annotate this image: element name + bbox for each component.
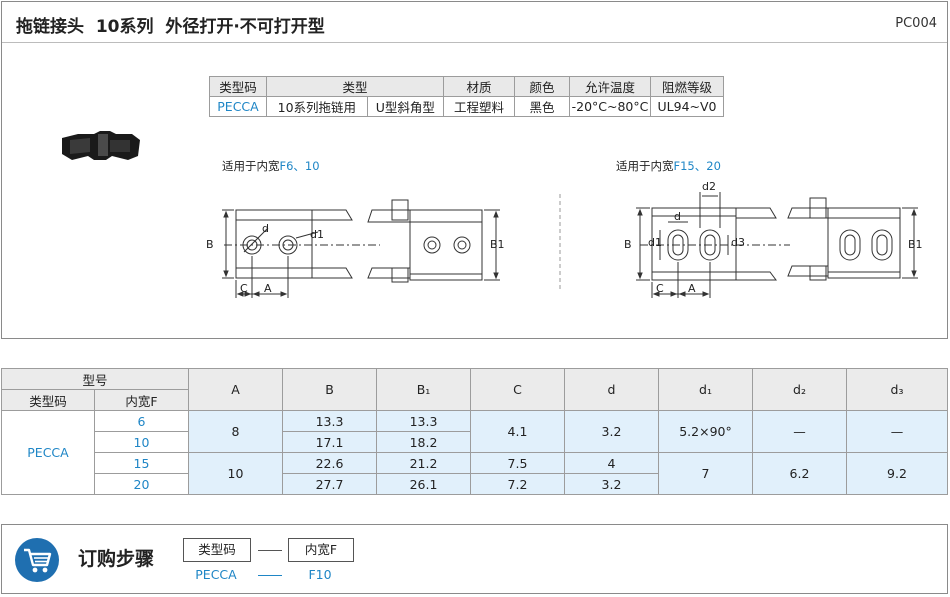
d2-cell: 6.2 [752,452,847,495]
left-diagram-caption: 适用于内宽F6、10 [222,158,320,174]
spec-header-temp: 允许温度 [569,76,651,97]
left-dim-C: C [240,282,248,295]
spec-flame: UL94~V0 [650,96,724,117]
spec-header-material: 材质 [443,76,515,97]
right-dim-d2: d2 [702,180,716,193]
B1-cell: 18.2 [376,431,471,453]
left-dim-B1: B1 [490,238,505,251]
left-caption-value: F6、10 [279,159,320,173]
order-value-width: F10 [308,567,332,582]
A-cell: 10 [188,452,283,495]
A-cell: 8 [188,410,283,453]
left-caption-prefix: 适用于内宽 [222,159,280,173]
model-group-header: 型号 [1,368,189,390]
left-dim-d: d [262,222,269,235]
dimension-table: 型号 A B B₁ C d d₁ d₂ d₃ 类型码 内宽F PECCA 6 8… [1,368,948,495]
spec-row: PECCA 10系列拖链用 U型斜角型 工程塑料 黑色 -20°C~80°C U… [209,96,724,117]
spec-type-a: 10系列拖链用 [266,96,368,117]
width-cell: 20 [94,473,189,495]
spec-material: 工程塑料 [443,96,515,117]
B1-cell: 21.2 [376,452,471,474]
right-dim-d: d [674,210,681,223]
table-row: 15 10 22.6 21.2 7.5 4 7 6.2 9.2 [2,452,948,495]
shopping-cart-icon [15,538,59,582]
page-title: 拖链接头 10系列 外径打开·不可打开型 [16,17,325,37]
width-cell: 15 [94,452,189,474]
spec-header-flame: 阻燃等级 [650,76,724,97]
right-dim-B: B [624,238,632,251]
order-value-connector [258,575,282,576]
d3-cell: 9.2 [846,452,948,495]
product-photo [62,131,140,160]
right-dim-d3: d3 [731,236,745,249]
order-steps-panel: 订购步骤 类型码 内宽F PECCA F10 [1,524,948,594]
main-header-row-1: 型号 A B B₁ C d d₁ d₂ d₃ [1,368,948,411]
right-dim-d1: d1 [648,236,662,249]
right-dim-B1: B1 [908,238,923,251]
right-dim-A: A [688,282,696,295]
d-cell: 3.2 [564,410,659,453]
spec-color: 黑色 [514,96,570,117]
catalog-code: PC004 [895,16,937,31]
B-cell: 22.6 [282,452,377,474]
B-cell: 13.3 [282,410,377,432]
table-row: 20 27.7 26.1 7.2 3.2 [2,473,948,495]
spec-header-color: 颜色 [514,76,570,97]
order-box-type-code: 类型码 [183,538,251,562]
order-connector [258,550,282,551]
left-dim-B: B [206,238,214,251]
spec-header-row: 类型码 类型 材质 颜色 允许温度 阻燃等级 [209,76,724,97]
B-cell: 17.1 [282,431,377,453]
type-code-cell: PECCA [1,410,95,495]
right-side-view [787,197,918,281]
right-front-view [636,192,790,298]
table-row: PECCA 6 8 13.3 13.3 4.1 3.2 5.2×90° — — [1,410,948,495]
spec-table: 类型码 类型 材质 颜色 允许温度 阻燃等级 PECCA 10系列拖链用 U型斜… [209,76,724,117]
d-cell: 4 [564,452,659,474]
C-cell: 7.2 [470,473,565,495]
d2-cell: — [752,410,847,453]
left-front-view [222,209,380,298]
col-header-B: B [282,368,377,411]
sub-header-code: 类型码 [1,389,95,411]
col-header-A: A [188,368,283,411]
order-box-width: 内宽F [288,538,354,562]
left-dim-d1: d1 [310,228,324,241]
col-header-d: d [564,368,659,411]
left-dim-A: A [264,282,272,295]
col-header-d1: d₁ [658,368,753,411]
right-caption-prefix: 适用于内宽 [616,159,674,173]
spec-type-b: U型斜角型 [366,96,445,117]
order-steps-title: 订购步骤 [78,548,155,570]
spec-header-type: 类型 [266,76,444,97]
col-header-d2: d₂ [752,368,847,411]
C-cell: 4.1 [470,410,565,453]
order-value-type-code: PECCA [195,567,237,582]
technical-drawings: B C A d d1 B1 B C A d d2 d1 d3 B1 [206,180,923,298]
product-panel: 拖链接头 10系列 外径打开·不可打开型 PC004 [1,1,948,339]
spec-header-code: 类型码 [209,76,267,97]
d1-cell: 7 [658,452,753,495]
width-cell: 6 [94,410,189,432]
d3-cell: — [846,410,948,453]
right-dim-C: C [656,282,664,295]
col-header-B1: B₁ [376,368,471,411]
C-cell: 7.5 [470,452,565,474]
spec-code: PECCA [209,96,267,117]
right-diagram-caption: 适用于内宽F15、20 [616,158,721,174]
col-header-d3: d₃ [846,368,948,411]
B-cell: 27.7 [282,473,377,495]
width-cell: 10 [94,431,189,453]
sub-header-width: 内宽F [94,389,189,411]
B1-cell: 26.1 [376,473,471,495]
left-side-view [367,199,500,283]
d-cell: 3.2 [564,473,659,495]
col-header-C: C [470,368,565,411]
right-caption-value: F15、20 [673,159,721,173]
d1-cell: 5.2×90° [658,410,753,453]
B1-cell: 13.3 [376,410,471,432]
header-divider [2,42,947,43]
